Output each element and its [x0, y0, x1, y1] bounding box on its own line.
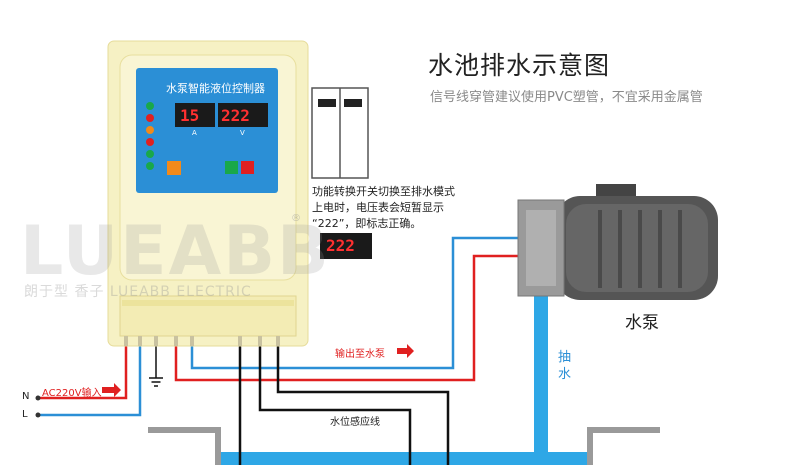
watermark-reg: ®	[291, 213, 301, 224]
note-line-2: 上电时，电压表会短暂显示	[312, 201, 444, 214]
page-title: 水池排水示意图	[428, 51, 611, 80]
wire-n	[38, 345, 128, 400]
page-subtitle: 信号线穿管建议使用PVC塑管，不宜采用金属管	[430, 90, 703, 105]
pump-icon	[517, 184, 718, 300]
note-line-3: “222”，即标志正确。	[312, 217, 422, 230]
water-tank	[148, 427, 660, 465]
watermark-text: 朗于型 香子 LUEABB ELECTRIC	[24, 284, 252, 300]
terminal-n	[35, 395, 41, 401]
draw-label-2: 水	[558, 367, 572, 382]
panel-button-green	[225, 161, 238, 174]
display-amps	[175, 103, 215, 127]
arrow-output-icon	[397, 344, 414, 358]
watermark-logo: LUEABB	[20, 212, 331, 291]
display-volts	[218, 103, 268, 127]
draw-label-1: 抽	[558, 350, 572, 365]
note-line-1: 功能转换开关切换至排水模式	[312, 185, 455, 198]
unit-v: V	[240, 129, 245, 137]
panel-title: 水泵智能液位控制器	[166, 82, 265, 95]
pump-label: 水泵	[625, 313, 659, 333]
water-surface	[221, 452, 587, 465]
power-input-label: AC220V输入	[42, 388, 102, 399]
wires	[38, 236, 520, 465]
output-to-pump-label: 输出至水泵	[335, 349, 385, 360]
n-label: N	[22, 391, 30, 402]
mode-switch-button	[167, 161, 181, 175]
sensor-line-label: 水位感应线	[330, 417, 380, 428]
unit-a: A	[192, 129, 197, 137]
suction-pipe	[534, 290, 548, 465]
display-volts-value: 222	[221, 106, 250, 125]
wire-l	[38, 345, 142, 417]
wire-blue-out	[190, 236, 520, 370]
voltmeter-value: 222	[326, 236, 355, 255]
circuit-breaker	[311, 87, 369, 179]
wire-red-out	[174, 254, 520, 382]
ground-icon	[149, 377, 163, 387]
l-label: L	[22, 409, 28, 420]
voltmeter-display	[320, 233, 372, 259]
controller-case	[107, 40, 309, 347]
arrow-input-icon	[102, 383, 121, 397]
panel-button-red	[241, 161, 254, 174]
display-amps-value: 15	[180, 106, 200, 125]
terminal-l	[35, 412, 41, 418]
sensor-wire-2	[258, 345, 412, 465]
sensor-wire-3	[276, 345, 450, 465]
